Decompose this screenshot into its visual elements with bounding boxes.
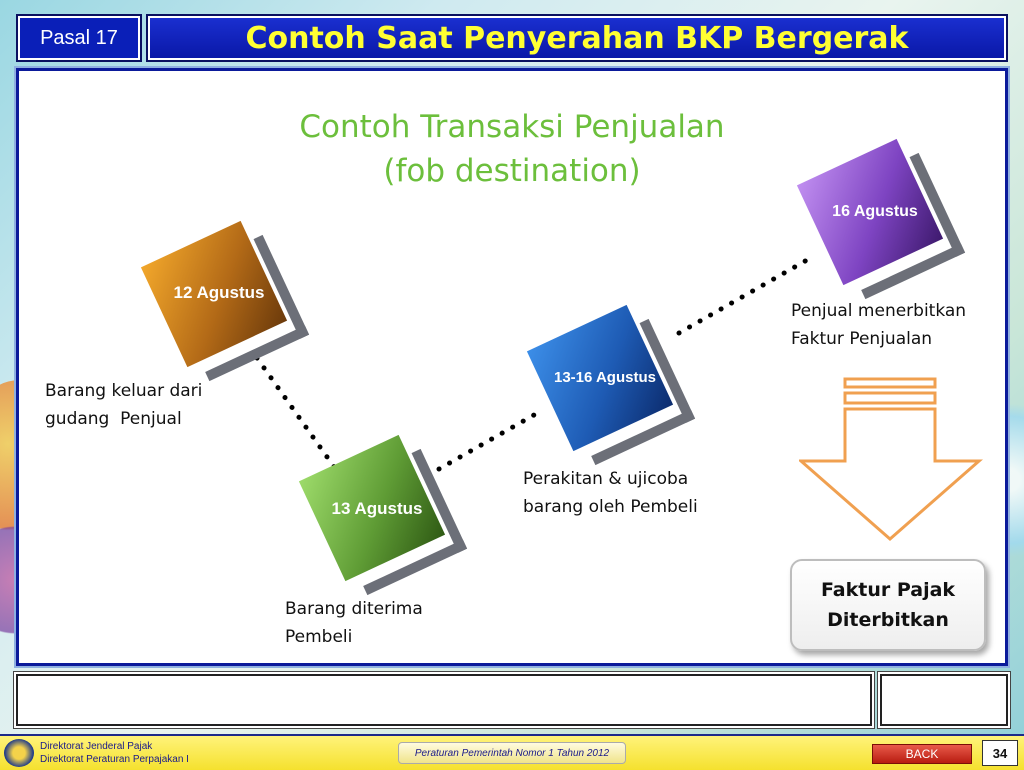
org-name-secondary: Direktorat Peraturan Perpajakan I [40,754,189,765]
step-16-agustus: 16 Agustus [796,138,966,300]
step-description: Barang keluar dari gudang Penjual [45,381,203,429]
step-description: Barang diterima Pembeli [285,599,423,647]
subtitle-line-2: (fob destination) [383,153,641,189]
step-13-agustus: 13 Agustus [298,434,468,596]
connector-3-4 [676,253,817,336]
down-arrow-icon [799,377,983,541]
notes-side-box [880,674,1008,726]
step-label: 16 Agustus [832,203,918,220]
content-panel: Contoh Transaksi Penjualan (fob destinat… [16,68,1008,666]
step-label: 13 Agustus [331,499,423,518]
regulation-link[interactable]: Peraturan Pemerintah Nomor 1 Tahun 2012 [398,742,626,764]
back-button[interactable]: BACK [872,744,972,764]
ministry-logo-icon [4,739,34,767]
connector-1-2 [254,355,340,474]
step-12-agustus: 12 Agustus [140,220,310,382]
page-number: 34 [982,740,1018,766]
result-box: Faktur Pajak Diterbitkan [790,559,986,651]
notes-box [16,674,872,726]
org-name-primary: Direktorat Jenderal Pajak [40,741,153,752]
slide-title: Contoh Saat Penyerahan BKP Bergerak [146,14,1008,62]
connector-2-3 [436,408,544,472]
subtitle-line-1: Contoh Transaksi Penjualan [299,109,725,145]
subtitle: Contoh Transaksi Penjualan (fob destinat… [19,105,1005,193]
step-label: 13-16 Agustus [554,369,656,386]
timeline-connectors [254,253,817,474]
step-label: 12 Agustus [173,283,265,302]
step-13-16-agustus: 13-16 Agustus [526,304,696,466]
section-label: Pasal 17 [16,14,142,62]
footer-bar: Direktorat Jenderal Pajak Direktorat Per… [0,734,1024,770]
step-description: Perakitan & ujicoba barang oleh Pembeli [523,469,698,517]
step-description: Penjual menerbitkan Faktur Penjualan [791,301,967,349]
